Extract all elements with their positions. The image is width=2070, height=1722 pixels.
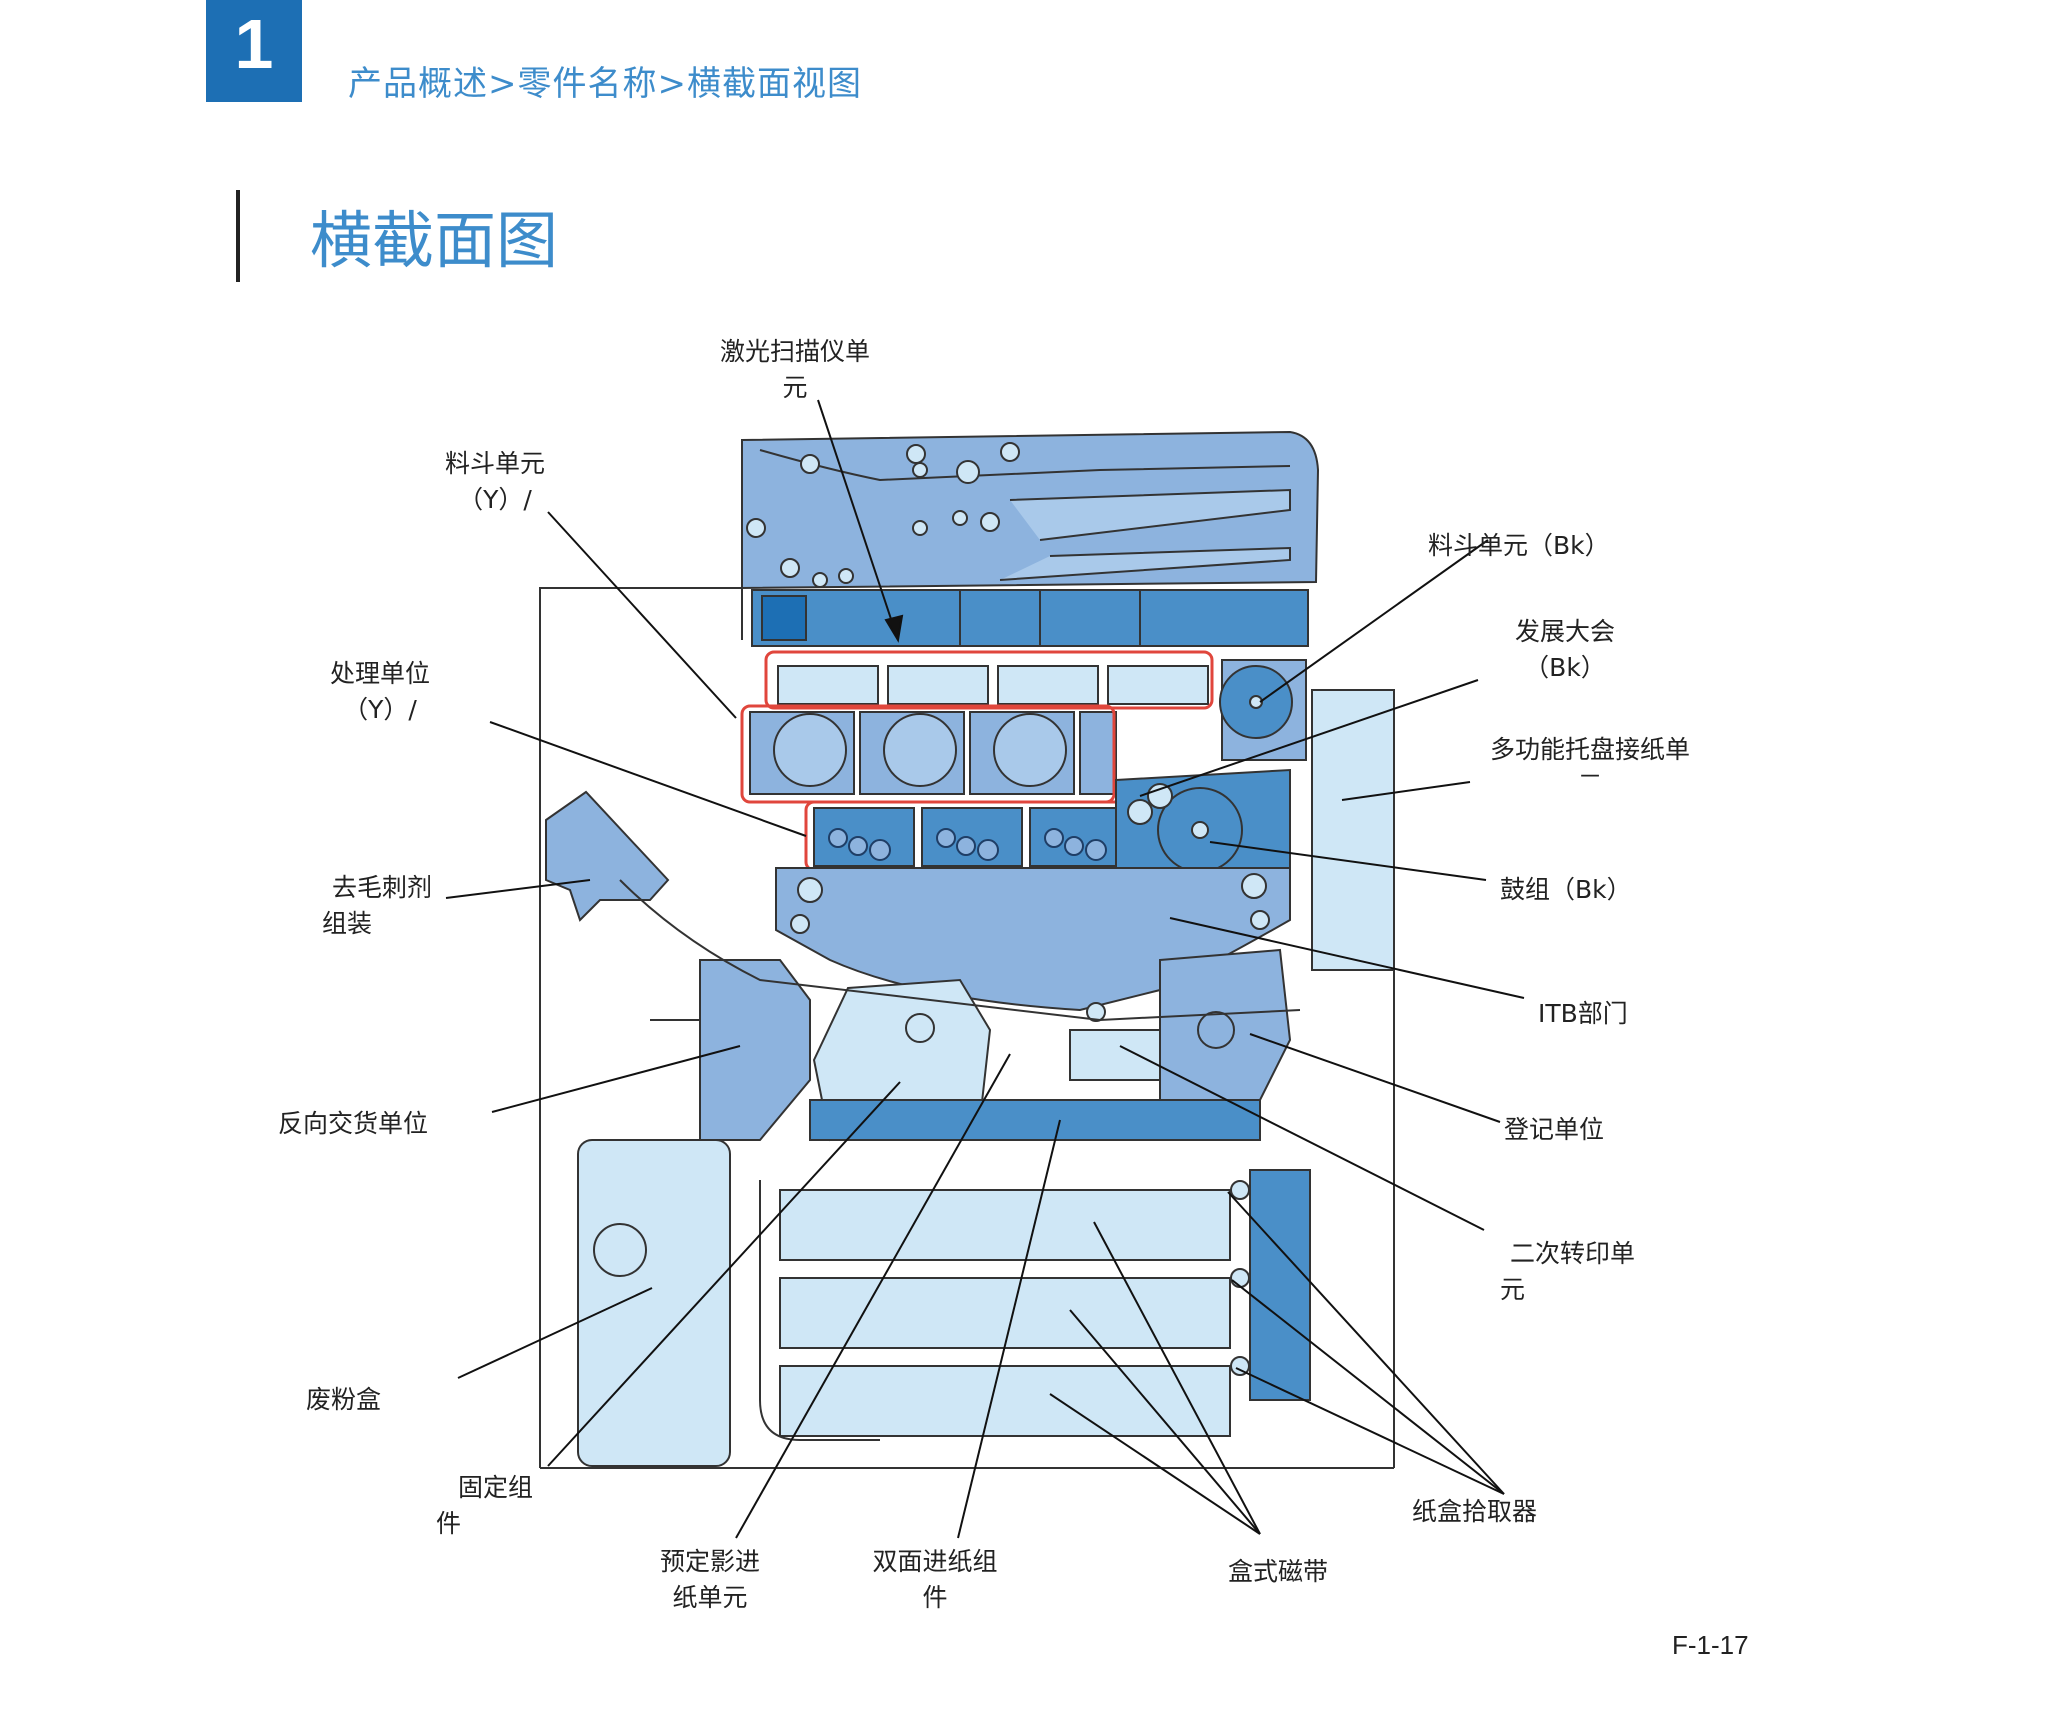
label-multi-tray-line2: 元: [1474, 768, 1706, 782]
label-developing-bk-line1: 发展大会: [1514, 617, 1615, 646]
label-hopper-y: 料斗单元 （Y）/: [420, 446, 570, 518]
label-drum-bk: 鼓组（Bk）: [1500, 875, 1632, 904]
laser-scanner-highlight: [764, 650, 1214, 710]
label-reverse-delivery: 反向交货单位: [278, 1109, 429, 1138]
cassettes: [779, 1189, 1231, 1437]
label-pre-registration-line2: 纸单元: [672, 1583, 748, 1612]
secondary-transfer-unit: [1069, 1029, 1161, 1081]
page-title: 横截面图: [310, 204, 559, 277]
registration-roller: [1197, 1011, 1235, 1049]
label-waste-toner: 废粉盒: [306, 1385, 382, 1414]
label-hopper-y-line1: 料斗单元: [444, 449, 545, 478]
label-fixing-line1: 固定组: [458, 1473, 534, 1502]
feeder-rollers: [746, 442, 1020, 588]
label-itb: ITB部门: [1538, 999, 1628, 1028]
label-laser-scanner-line1: 激光扫描仪单: [719, 337, 870, 366]
chapter-number-badge: 1: [206, 0, 302, 102]
label-hopper-bk: 料斗单元（Bk）: [1428, 531, 1610, 560]
bk-developing-drum: [1115, 768, 1291, 873]
cassette-pickup-rollers: [1230, 1169, 1311, 1401]
label-cassette: 盒式磁带: [1228, 1557, 1329, 1586]
deburr-unit: [545, 790, 670, 922]
leader-lines: [445, 399, 1525, 1539]
label-pre-registration: 预定影进 纸单元: [640, 1544, 780, 1616]
label-developing-bk-line2: （Bk）: [1524, 653, 1606, 682]
hopper-drums: [773, 713, 1067, 787]
breadcrumb[interactable]: 产品概述>零件名称>横截面视图: [348, 64, 862, 104]
label-multi-tray: 多功能托盘接纸单 元: [1474, 732, 1706, 782]
label-laser-scanner: 激光扫描仪单 元: [700, 334, 890, 406]
label-deburr-line1: 去毛刺剂: [332, 873, 433, 902]
label-secondary-transfer-line2: 元: [1500, 1275, 1526, 1304]
label-cassette-pickup: 纸盒拾取器: [1412, 1497, 1538, 1526]
label-fixing-line2: 件: [436, 1509, 462, 1538]
multi-tray: [1311, 689, 1395, 971]
paper-paths: [619, 879, 1301, 1441]
label-duplex-feed-line2: 件: [922, 1583, 948, 1612]
itb-rollers: [790, 873, 1270, 1022]
label-process-unit-y-line1: 处理单位: [329, 659, 430, 688]
label-hopper-y-line2: （Y）/: [458, 485, 532, 514]
label-fixing: 固定组 件: [436, 1470, 533, 1542]
process-unit-rollers: [828, 828, 1107, 861]
label-deburr: 去毛刺剂 组装: [322, 870, 432, 942]
label-process-unit-y: 处理单位 （Y）/: [310, 656, 450, 728]
laser-scanner-row: [777, 665, 1209, 705]
title-divider: [236, 190, 240, 282]
label-duplex-feed-line1: 双面进纸组: [872, 1547, 998, 1576]
label-registration: 登记单位: [1504, 1115, 1605, 1144]
duplex-path-band: [809, 1099, 1261, 1141]
reverse-delivery-unit: [699, 959, 811, 1141]
label-process-unit-y-line2: （Y）/: [343, 695, 417, 724]
label-secondary-transfer: 二次转印单 元: [1500, 1236, 1635, 1308]
document-feeder: [741, 430, 1320, 647]
figure-number: F-1-17: [1672, 1630, 1749, 1660]
waste-toner-box: [577, 1139, 731, 1467]
label-duplex-feed: 双面进纸组 件: [860, 1544, 1010, 1616]
chapter-number: 1: [234, 5, 274, 83]
label-deburr-line2: 组装: [322, 909, 373, 938]
label-secondary-transfer-line1: 二次转印单: [1510, 1239, 1636, 1268]
label-developing-bk: 发展大会 （Bk）: [1490, 614, 1640, 686]
label-pre-registration-line1: 预定影进: [659, 1547, 760, 1576]
label-laser-scanner-line2: 元: [782, 373, 808, 402]
bk-hopper: [1219, 659, 1307, 761]
fixing-roller: [905, 1013, 935, 1043]
label-multi-tray-line1: 多功能托盘接纸单: [1489, 735, 1690, 764]
